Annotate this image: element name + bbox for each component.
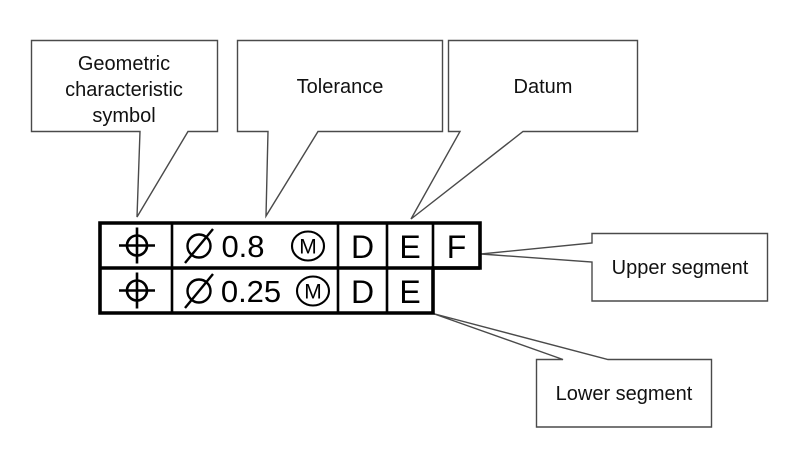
material-condition-icon: M	[295, 275, 331, 307]
callout-label: Lower segment	[556, 383, 693, 405]
callout-label-line: Geometric	[78, 53, 170, 75]
callout-label: Upper segment	[612, 257, 749, 279]
callout-geometric-characteristic-symbol: Geometric characteristic symbol	[30, 39, 219, 218]
datum-reference: E	[399, 274, 420, 310]
callout-label: Tolerance	[297, 76, 384, 98]
diameter-icon	[184, 228, 214, 264]
material-condition-icon: M	[290, 230, 326, 262]
callout-bubble	[410, 39, 639, 220]
callout-tolerance: Tolerance	[236, 39, 444, 219]
frame-row-lower-segment: 0.25 M D E	[119, 272, 421, 310]
feature-control-frame: 0.8 M D E F 0.25	[98, 221, 482, 315]
diameter-icon	[184, 273, 214, 309]
position-symbol-icon	[119, 272, 155, 309]
datum-reference: D	[351, 274, 374, 310]
callout-upper-segment: Upper segment	[480, 232, 769, 302]
callout-datum: Datum	[410, 39, 639, 220]
tolerance-value: 0.25	[221, 274, 281, 309]
callout-label-line: characteristic	[65, 79, 183, 101]
callout-bubble	[236, 39, 444, 219]
material-modifier-letter: M	[304, 281, 322, 304]
callout-bubble	[30, 39, 219, 218]
datum-reference: F	[447, 229, 467, 265]
datum-reference: E	[399, 229, 420, 265]
callout-bubble	[432, 312, 713, 428]
callout-bubble	[480, 232, 769, 302]
callout-label-line: symbol	[92, 105, 155, 127]
frame-row-upper-segment: 0.8 M D E F	[119, 227, 467, 265]
datum-reference: D	[351, 229, 374, 265]
position-symbol-icon	[119, 227, 155, 264]
material-modifier-letter: M	[299, 236, 317, 259]
callout-label: Datum	[514, 76, 573, 98]
callout-lower-segment: Lower segment	[432, 312, 713, 428]
tolerance-value: 0.8	[221, 229, 264, 264]
